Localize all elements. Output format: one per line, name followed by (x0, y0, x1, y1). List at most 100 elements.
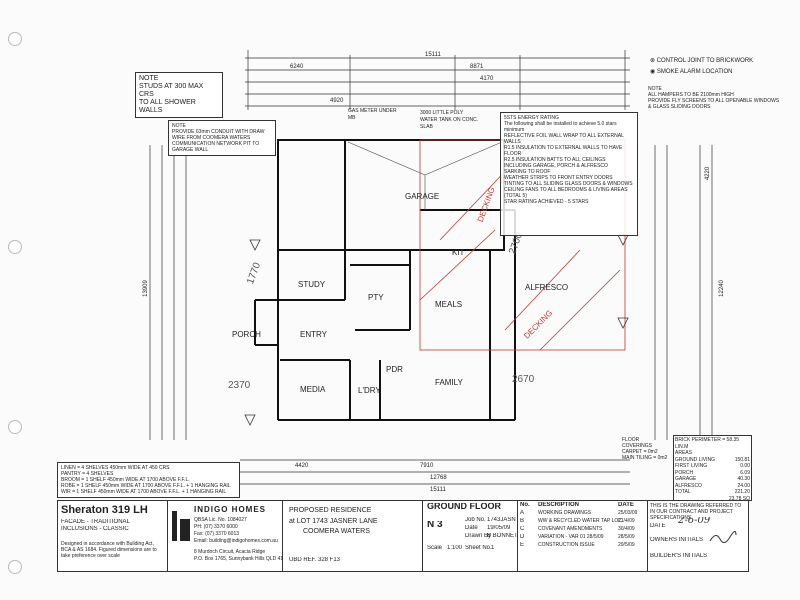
room-family: FAMILY (435, 378, 463, 387)
note-title: NOTE (172, 123, 186, 129)
energy-item: R1.5 INSULATION TO EXTERNAL WALLS TO HAV… (504, 145, 623, 157)
rev-header-date: DATE (618, 502, 634, 508)
date-label: Date (465, 525, 478, 531)
energy-item: STAR RATING ACHIEVED - 5 STARS (504, 199, 589, 205)
energy-item: REFLECTIVE FOIL WALL WRAP TO ALL EXTERNA… (504, 133, 624, 145)
dim-7910: 7910 (420, 463, 434, 469)
company-name: INDIGO HOMES (194, 506, 267, 513)
punch-hole (8, 560, 22, 574)
coverings-line: CARPET = 0m2 (622, 449, 658, 455)
rev-header-no: No. (520, 502, 530, 508)
approval-block: THIS IS THE DRAWING REFERRED TO IN OUR C… (647, 500, 749, 572)
note-title: NOTE (648, 86, 662, 92)
energy-item: R2.5 INSULATION BATTS TO ALL CEILINGS IN… (504, 157, 608, 169)
dim-13909: 13909 (142, 280, 149, 297)
date-value: 19/05/09 (487, 525, 511, 531)
areas-header: AREAS (675, 450, 692, 456)
area-row: ALFRESCO 24.00 (675, 483, 750, 490)
energy-item: TINTING TO ALL SLIDING GLASS DOORS & WIN… (504, 181, 633, 187)
area-value: 6.09 (740, 469, 750, 476)
revision-block: No. DESCRIPTION DATE A WORKING DRAWINGS … (517, 500, 649, 572)
note-line: ALL HAMPERS TO BE 2100mm HIGH (648, 92, 734, 98)
phone: PH: (07) 3370 6000 (194, 524, 238, 530)
dimension-lines (149, 50, 713, 485)
energy-rating-note: 5STS ENERGY RATING The following shall b… (500, 112, 638, 236)
area-row: TOTAL 221.20 (675, 489, 750, 496)
company-block: INDIGO HOMES QBSA Lic. No. 1084027 PH: (… (167, 500, 289, 572)
house-name: Sheraton 319 LH (61, 504, 148, 516)
dim-4920: 4920 (330, 98, 344, 104)
rev-no: C (520, 526, 525, 532)
fax: Fax: (07) 3370 6013 (194, 531, 240, 537)
legend-item: ⊗ CONTROL JOINT TO BRICKWORK (650, 58, 754, 64)
handwritten-2670: 2670 (512, 374, 535, 385)
studs-note: NOTE STUDS AT 300 MAX CRS TO ALL SHOWER … (135, 72, 223, 118)
room-pty: PTY (368, 293, 384, 302)
coverings-line: MAIN TILING = 0m2 (622, 455, 668, 461)
project-title: PROPOSED RESIDENCE (289, 507, 372, 514)
sheet-block: GROUND FLOOR N 3 Job No. 1743JASN Date 1… (422, 500, 522, 572)
licence: QBSA Lic. No. 1084027 (194, 517, 247, 523)
project-block: PROPOSED RESIDENCE at LOT 1743 JASNER LA… (282, 500, 424, 572)
job-label: Job No. (465, 517, 486, 523)
note-text: PROVIDE 63mm CONDUIT WITH DRAW WIRE FROM… (172, 129, 265, 153)
rev-date: 29/5/09 (618, 542, 635, 548)
room-garage: GARAGE (405, 192, 440, 201)
punch-hole (8, 240, 22, 254)
drawn-value: B BONNETT (487, 533, 522, 539)
note-title: 5STS ENERGY RATING (504, 115, 559, 121)
room-alfresco: ALFRESCO (525, 283, 569, 292)
rev-date: 28/5/09 (618, 534, 635, 540)
area-name: FIRST LIVING (675, 463, 708, 469)
rev-desc: WORKING DRAWINGS (538, 510, 592, 516)
energy-item: SARKING TO ROOF (504, 169, 551, 175)
area-name: PORCH (675, 469, 694, 476)
sheet-code: N 3 (427, 521, 443, 528)
note-line: STUDS AT 300 MAX CRS (139, 83, 204, 98)
rev-desc: COVENANT AMENDMENTS (538, 526, 603, 532)
water-tank-note: 3000 LITTLE POLY WATER TANK ON CONC. SLA… (420, 110, 479, 130)
rev-date: 30/4/09 (618, 526, 635, 532)
walls (254, 139, 516, 421)
dim-12768: 12768 (430, 475, 447, 481)
area-name: ALFRESCO (675, 482, 702, 489)
room-meals: MEALS (435, 300, 463, 309)
owner-signature-icon (709, 531, 737, 543)
area-name: TOTAL (675, 489, 691, 495)
ubd-ref: UBD REF. 328 F13 (289, 557, 341, 563)
room-pdr: PDR (386, 365, 403, 374)
dim-4420: 4420 (295, 463, 309, 469)
shelving-note: LINEN = 4 SHELVES 450mm WIDE AT 450 CRS … (57, 462, 240, 498)
area-name: GARAGE (675, 476, 697, 482)
project-suburb: COOMERA WATERS (303, 528, 370, 535)
owners-initials-label: OWNERS INITIALS (650, 537, 704, 543)
area-value: 150.81 (734, 456, 750, 463)
scale-label: Scale (427, 545, 443, 551)
shelf-line: BROOM = 1 SHELF 450mm WIDE AT 1700 ABOVE… (61, 477, 190, 483)
coverings-title: FLOOR COVERINGS (622, 437, 653, 449)
shelf-line: PANTRY = 4 SHELVES (61, 471, 114, 477)
energy-item: WEATHER STRIPS TO FRONT ENTRY DOORS (504, 175, 613, 181)
rev-no: D (520, 534, 525, 540)
compliance-note: Designed in accordance with Building Act… (61, 541, 157, 559)
rev-desc: VARIATION - VAR 01 28/5/09 (538, 534, 604, 540)
rev-header-desc: DESCRIPTION (538, 502, 580, 508)
area-value: 40.30 (737, 476, 750, 482)
room-kit: KIT (452, 248, 465, 257)
builders-initials-label: BUILDER'S INITIALS (650, 553, 708, 559)
rev-no: E (520, 542, 525, 548)
drawn-label: Drawn By (465, 533, 492, 539)
floor-area-table: BRICK PERIMETER = 58.35 LIN.M AREAS GROU… (673, 435, 752, 502)
shelf-line: LINEN = 4 SHELVES 450mm WIDE AT 450 CRS (61, 465, 170, 471)
rev-desc: WW & RECYCLED WATER TAP LOC (538, 518, 622, 524)
rev-date: 21/4/09 (618, 518, 635, 524)
room-porch: PORCH (232, 330, 261, 339)
facade: FACADE - TRADITIONAL (61, 519, 130, 525)
rev-date: 25/03/09 (618, 510, 638, 516)
sheet-title: GROUND FLOOR (427, 503, 501, 510)
room-entry: ENTRY (300, 330, 327, 339)
address-line: 8 Murdoch Circuit, Acacia Ridge (194, 549, 266, 555)
area-value: 24.00 (737, 482, 750, 489)
